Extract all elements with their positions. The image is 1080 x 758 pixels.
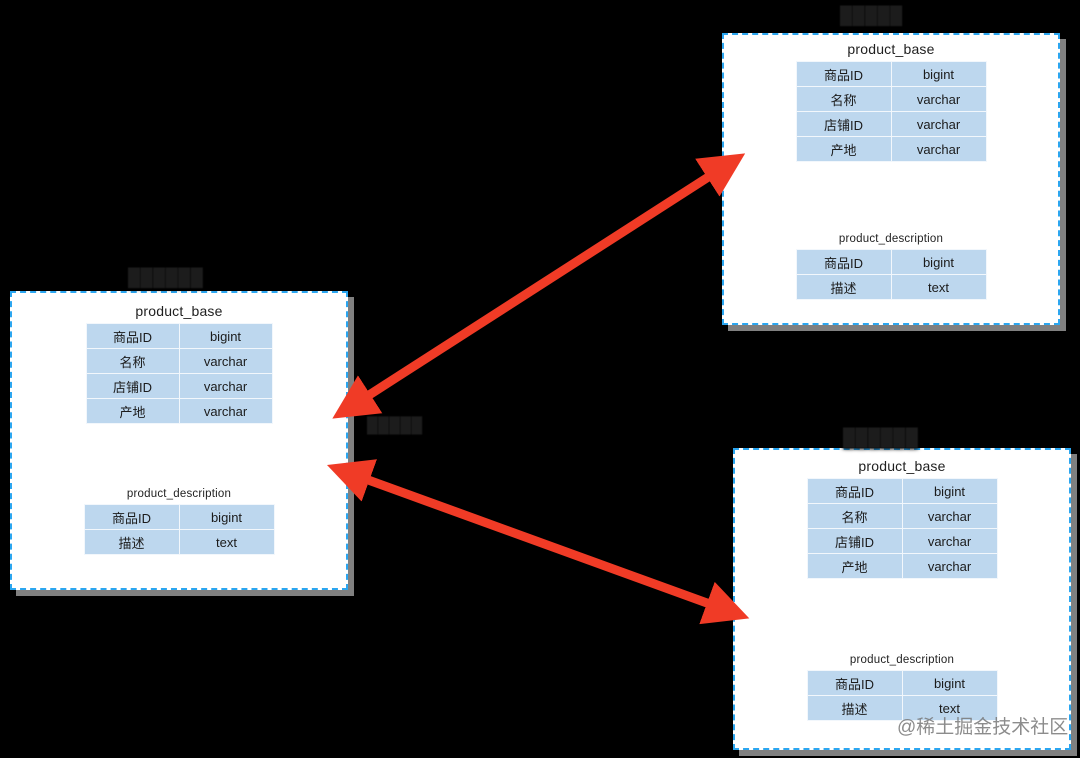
field-cell: 名称: [795, 86, 892, 112]
field-cell: 描述: [806, 695, 903, 721]
entity-table: 商品ID bigint 名称 varchar 店铺ID varchar 产地 v…: [806, 478, 998, 579]
field-cell: 店铺ID: [85, 373, 180, 399]
type-cell: bigint: [178, 504, 275, 530]
connector-left-to-bottom-right[interactable]: [327, 459, 750, 625]
field-cell: 描述: [795, 274, 892, 300]
field-cell: 产地: [795, 136, 892, 162]
field-cell: 商品ID: [795, 61, 892, 87]
panel-bottom-right[interactable]: product_base 商品ID bigint 名称 varchar 店铺ID…: [733, 448, 1071, 750]
type-cell: varchar: [178, 398, 273, 424]
entity-table: 商品ID bigint 描述 text: [83, 504, 275, 555]
type-cell: text: [890, 274, 987, 300]
table-row: 商品ID bigint: [795, 249, 987, 275]
table-row: 商品ID bigint: [85, 323, 273, 349]
entity-table: 商品ID bigint 名称 varchar 店铺ID varchar 产地 v…: [795, 61, 987, 162]
table-row: 店铺ID varchar: [795, 111, 987, 137]
type-cell: bigint: [890, 249, 987, 275]
field-cell: 店铺ID: [795, 111, 892, 137]
type-cell: varchar: [890, 86, 987, 112]
field-cell: 商品ID: [806, 670, 903, 696]
entity-table: 商品ID bigint 描述 text: [806, 670, 998, 721]
table-block-product-base-left: product_base 商品ID bigint 名称 varchar 店铺ID…: [12, 303, 346, 424]
type-cell: text: [901, 695, 998, 721]
type-cell: bigint: [901, 670, 998, 696]
field-cell: 商品ID: [85, 323, 180, 349]
table-row: 店铺ID varchar: [806, 528, 998, 554]
field-cell: 名称: [806, 503, 903, 529]
table-title: product_description: [126, 488, 232, 500]
table-row: 描述 text: [83, 529, 275, 555]
connector-left-to-top-right[interactable]: [332, 153, 746, 419]
panel-bottom-right-obscured-title: ██████: [843, 428, 919, 447]
type-cell: varchar: [890, 136, 987, 162]
type-cell: varchar: [901, 528, 998, 554]
table-title: product_description: [849, 654, 955, 666]
table-row: 店铺ID varchar: [85, 373, 273, 399]
field-cell: 商品ID: [83, 504, 180, 530]
table-block-product-description-left: product_description 商品ID bigint 描述 text: [12, 488, 346, 555]
type-cell: bigint: [178, 323, 273, 349]
type-cell: bigint: [890, 61, 987, 87]
type-cell: varchar: [178, 373, 273, 399]
table-row: 描述 text: [795, 274, 987, 300]
table-title: product_base: [847, 41, 935, 57]
type-cell: varchar: [901, 553, 998, 579]
type-cell: varchar: [901, 503, 998, 529]
type-cell: bigint: [901, 478, 998, 504]
panel-top-right-obscured-title: █████: [840, 6, 903, 25]
table-row: 描述 text: [806, 695, 998, 721]
field-cell: 名称: [85, 348, 180, 374]
field-cell: 商品ID: [795, 249, 892, 275]
table-title: product_base: [858, 458, 946, 474]
field-cell: 商品ID: [806, 478, 903, 504]
center-obscured-label: █████: [367, 417, 423, 434]
table-row: 名称 varchar: [85, 348, 273, 374]
field-cell: 产地: [85, 398, 180, 424]
table-row: 产地 varchar: [806, 553, 998, 579]
table-row: 名称 varchar: [795, 86, 987, 112]
table-row: 产地 varchar: [85, 398, 273, 424]
table-row: 商品ID bigint: [83, 504, 275, 530]
watermark: @稀土掘金技术社区: [897, 717, 1069, 738]
table-title: product_base: [135, 303, 223, 319]
table-row: 产地 varchar: [795, 136, 987, 162]
table-row: 商品ID bigint: [806, 478, 998, 504]
table-block-product-base-bottom-right: product_base 商品ID bigint 名称 varchar 店铺ID…: [735, 458, 1069, 579]
type-cell: text: [178, 529, 275, 555]
table-row: 商品ID bigint: [795, 61, 987, 87]
field-cell: 店铺ID: [806, 528, 903, 554]
entity-table: 商品ID bigint 名称 varchar 店铺ID varchar 产地 v…: [85, 323, 273, 424]
type-cell: varchar: [890, 111, 987, 137]
panel-left-obscured-title: ██████: [128, 268, 204, 287]
table-block-product-base-top-right: product_base 商品ID bigint 名称 varchar 店铺ID…: [724, 41, 1058, 162]
table-title: product_description: [838, 233, 944, 245]
table-row: 商品ID bigint: [806, 670, 998, 696]
field-cell: 产地: [806, 553, 903, 579]
panel-top-right[interactable]: product_base 商品ID bigint 名称 varchar 店铺ID…: [722, 33, 1060, 325]
field-cell: 描述: [83, 529, 180, 555]
table-row: 名称 varchar: [806, 503, 998, 529]
table-block-product-description-bottom-right: product_description 商品ID bigint 描述 text: [735, 654, 1069, 721]
table-block-product-description-top-right: product_description 商品ID bigint 描述 text: [724, 233, 1058, 300]
entity-table: 商品ID bigint 描述 text: [795, 249, 987, 300]
panel-left[interactable]: product_base 商品ID bigint 名称 varchar 店铺ID…: [10, 291, 348, 590]
type-cell: varchar: [178, 348, 273, 374]
